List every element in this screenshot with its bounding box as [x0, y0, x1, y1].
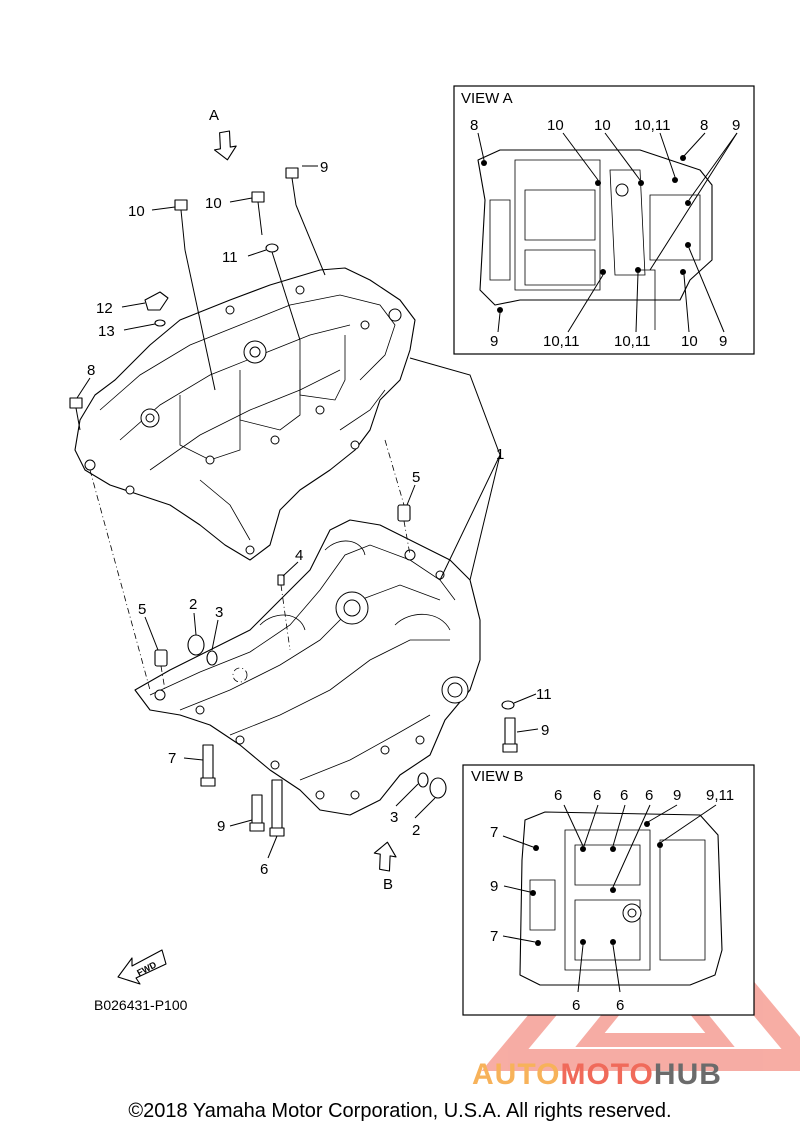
label-3-left: 3 — [215, 604, 223, 621]
view-a-leaders — [477, 132, 738, 333]
view-b-label-9-top: 9 — [673, 787, 681, 804]
label-10-left: 10 — [128, 203, 145, 220]
label-12: 12 — [96, 300, 113, 317]
part-number: B026431-P100 — [94, 997, 188, 1013]
label-9-lower: 9 — [217, 818, 225, 835]
view-b-title: VIEW B — [471, 768, 524, 785]
view-b-label-7-top: 7 — [490, 824, 498, 841]
upper-crankcase — [74, 267, 416, 561]
view-b-label-6-b: 6 — [593, 787, 601, 804]
main-labels: 10 10 9 11 12 13 8 1 5 4 2 3 5 7 11 9 9 … — [87, 159, 552, 878]
view-b-label-6-bottom-b: 6 — [616, 997, 624, 1014]
label-4: 4 — [295, 547, 303, 564]
copyright-notice: ©2018 Yamaha Motor Corporation, U.S.A. A… — [128, 1100, 672, 1122]
lower-crankcase — [134, 519, 481, 816]
label-13: 13 — [98, 323, 115, 340]
view-b-label-9-left: 9 — [490, 878, 498, 895]
view-b-label-7-bottom: 7 — [490, 928, 498, 945]
view-b-label-6-bottom-a: 6 — [572, 997, 580, 1014]
label-3-right: 3 — [390, 809, 398, 826]
label-1: 1 — [496, 446, 504, 463]
view-a-label-8-left: 8 — [470, 117, 478, 134]
label-10-mid: 10 — [205, 195, 222, 212]
view-a-label-10-bottom: 10 — [681, 333, 698, 350]
bolts — [69, 167, 518, 837]
label-7: 7 — [168, 750, 176, 767]
view-b-arrow-label: B — [383, 876, 393, 893]
view-b-bolt-dots — [530, 821, 663, 946]
logo-part-hub: HUB — [653, 1058, 722, 1091]
view-a-label-8-right: 8 — [700, 117, 708, 134]
view-a-arrow-icon — [213, 130, 237, 161]
view-a-label-10-a: 10 — [547, 117, 564, 134]
logo-part-moto: MOTO — [560, 1058, 654, 1091]
view-a-label-9-top: 9 — [732, 117, 740, 134]
view-a-label-10-11-bottom-b: 10,11 — [614, 333, 650, 350]
view-a-box: VIEW A — [453, 85, 755, 355]
view-b-leaders — [502, 804, 717, 993]
view-a-arrow-label: A — [209, 107, 219, 124]
label-11-top: 11 — [222, 249, 238, 266]
view-a-label-10-11-bottom-a: 10,11 — [543, 333, 579, 350]
view-a-bolt-dots — [481, 155, 691, 313]
view-a-label-10-b: 10 — [594, 117, 611, 134]
view-b-label-9-11: 9,11 — [706, 787, 734, 804]
label-9-top: 9 — [320, 159, 328, 176]
label-5-lower: 5 — [138, 601, 146, 618]
view-b-box: VIEW B — [462, 764, 755, 1016]
label-11-right: 11 — [536, 686, 552, 703]
logo-part-auto: AUTO — [472, 1058, 561, 1091]
label-5-upper: 5 — [412, 469, 420, 486]
label-2-right: 2 — [412, 822, 420, 839]
leader-lines — [76, 165, 539, 859]
label-6: 6 — [260, 861, 268, 878]
view-b-arrow-icon — [373, 841, 397, 872]
view-a-title: VIEW A — [461, 90, 513, 107]
watermark-logo: AUTOMOTOHUB — [472, 1058, 722, 1092]
view-a-label-9-bottom-right: 9 — [719, 333, 727, 350]
view-b-label-6-d: 6 — [645, 787, 653, 804]
view-b-label-6-a: 6 — [554, 787, 562, 804]
label-9-right: 9 — [541, 722, 549, 739]
fwd-arrow-icon: FWD — [117, 949, 167, 985]
view-b-label-6-c: 6 — [620, 787, 628, 804]
label-2-left: 2 — [189, 596, 197, 613]
view-a-label-9-bottom-left: 9 — [490, 333, 498, 350]
label-8-left: 8 — [87, 362, 95, 379]
view-a-label-10-11: 10,11 — [634, 117, 670, 134]
